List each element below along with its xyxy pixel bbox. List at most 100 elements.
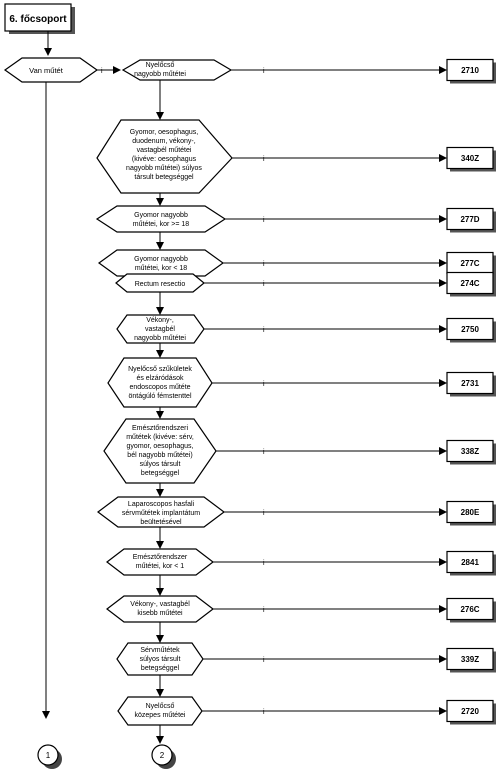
yes-mark: i [263, 607, 265, 614]
outcome-code: 2750 [461, 325, 479, 334]
outcome-code-box: 2731 [446, 371, 496, 397]
outcome-list: i 2710 i 340Z i 277D i 277C i 274C i 2750 i 2731 i 338Z… [202, 58, 496, 725]
decision-label-line: öntágúló fémstenttel [128, 393, 191, 400]
outcome-code: 2731 [461, 379, 479, 388]
outcome-code-box: 280E [446, 500, 496, 526]
decision-label-line: Nyelőcső [146, 62, 175, 69]
outcome-code-box: 339Z [446, 647, 496, 673]
decision-label-line: vastagbél műtétei [137, 147, 192, 154]
decision-label-line: műtétei, kor < 1 [136, 563, 185, 570]
yes-mark: i [263, 381, 265, 388]
decision-label-line: Vékony-, vastagbél [130, 601, 190, 608]
decision-gyomor-oesophagus: Gyomor, oesophagus, duodenum, vékony-, vas… [96, 119, 233, 194]
decision-label-line: Sérvműtétek [140, 647, 180, 654]
decision-label-line: műtétei, kor >= 18 [133, 221, 190, 228]
decision-label-line: műtétek (kivéve: sérv, [126, 434, 194, 441]
yes-mark: i [263, 261, 265, 268]
yes-mark: i [263, 327, 265, 334]
yes-mark: i [263, 560, 265, 567]
yes-mark: i [263, 449, 265, 456]
outcome-code-box: 2710 [446, 58, 496, 84]
decision-label-line: közepes műtétei [135, 712, 186, 719]
outcome-code-box: 276C [446, 597, 496, 623]
connector-1: 1 [37, 744, 62, 769]
outcome-code: 277D [460, 215, 479, 224]
outcome-code-box: 2750 [446, 317, 496, 343]
decision-emesztorendszer-kor-1: Emésztőrendszer műtétei, kor < 1 [106, 548, 214, 576]
decision-label-line: Nyelőcső [146, 703, 175, 710]
decision-label-line: Gyomor nagyobb [134, 256, 188, 263]
outcome-code-box: 277D [446, 207, 496, 233]
decision-label-line: Emésztőrendszeri [132, 425, 188, 432]
outcome-code: 340Z [461, 154, 479, 163]
header-title: 6. főcsoport [9, 14, 67, 25]
decision-vekony-vastagbel: Vékony-, vastagbél nagyobb műtétei [116, 314, 205, 344]
decision-nyelocso-kozepes: Nyelőcső közepes műtétei [117, 696, 203, 726]
decision-label-line: Vékony-, [146, 317, 174, 324]
start-yes-mark: i [101, 68, 103, 75]
outcome-code: 339Z [461, 655, 479, 664]
outcome-code-box: 277C [446, 251, 496, 277]
decision-label-line: és elzáródások [136, 375, 184, 382]
outcome-code: 338Z [461, 447, 479, 456]
start-decision: Van műtét [3, 57, 99, 83]
svg-text:Gyomor, oesophagus,duodenum, v: Gyomor, oesophagus, duodenum, vékony-, vas… [126, 129, 202, 181]
yes-mark: i [263, 657, 265, 664]
connector-2-label: 2 [160, 751, 165, 760]
decision-gyomor-18-alatt: Gyomor nagyobb műtétei, kor < 18 [97, 249, 225, 277]
start-decision-label: Van műtét [29, 66, 64, 75]
decision-label-line: Gyomor nagyobb [134, 212, 188, 219]
decision-label-line: betegséggel [141, 665, 180, 672]
outcome-code: 2720 [461, 707, 479, 716]
connector-1-label: 1 [46, 751, 51, 760]
decision-label-line: súlyos társult [140, 461, 181, 468]
decision-label-line: gyomor, oesophagus, [127, 443, 194, 450]
decision-label-line: Laparoscopos hasfali [128, 501, 195, 508]
outcome-code: 276C [460, 605, 479, 614]
outcome-code: 274C [460, 279, 479, 288]
yes-mark: i [263, 156, 265, 163]
yes-mark: i [263, 217, 265, 224]
decision-label-line: nagyobb műtétei [134, 335, 186, 342]
decision-rectum-resectio: Rectum resectio [115, 273, 205, 293]
yes-mark: i [263, 281, 265, 288]
decision-label-line: beültetésével [140, 519, 182, 526]
decision-label-line: betegséggel [141, 470, 180, 477]
decision-label-line: vastagbél [145, 326, 175, 333]
decision-label-line: (kivéve: oesophagus [132, 156, 197, 163]
yes-mark: i [263, 68, 265, 75]
outcome-code-box: 2841 [446, 550, 496, 576]
decision-label-line: Gyomor, oesophagus, [130, 129, 199, 136]
decision-label-line: sérvműtétek implantátum [122, 510, 200, 517]
decision-label-line: műtétei, kor < 18 [135, 265, 187, 272]
decision-emesztorendszeri-mutetek: Emésztőrendszeri műtétek (kivéve: sérv, gy… [103, 418, 217, 484]
outcome-code: 2841 [461, 558, 479, 567]
outcome-code-box: 338Z [446, 439, 496, 465]
decision-label-line: Emésztőrendszer [133, 554, 188, 561]
decision-label-line: duodenum, vékony-, [132, 138, 195, 145]
decision-label-line: bél nagyobb műtétei) [127, 452, 192, 459]
decision-laparoscopos-hasfali: Laparoscopos hasfali sérvműtétek implantá… [97, 496, 225, 528]
connector-2: 2 [151, 744, 176, 769]
header-box: 6. főcsoport [4, 3, 75, 34]
outcome-code-box: 274C [446, 271, 496, 297]
outcome-code: 280E [461, 508, 480, 517]
yes-mark: i [263, 709, 265, 716]
decision-label-line: társult betegséggel [134, 174, 194, 181]
decision-label-line: endoscopos műtéte [129, 384, 190, 391]
outcome-code-box: 2720 [446, 699, 496, 725]
